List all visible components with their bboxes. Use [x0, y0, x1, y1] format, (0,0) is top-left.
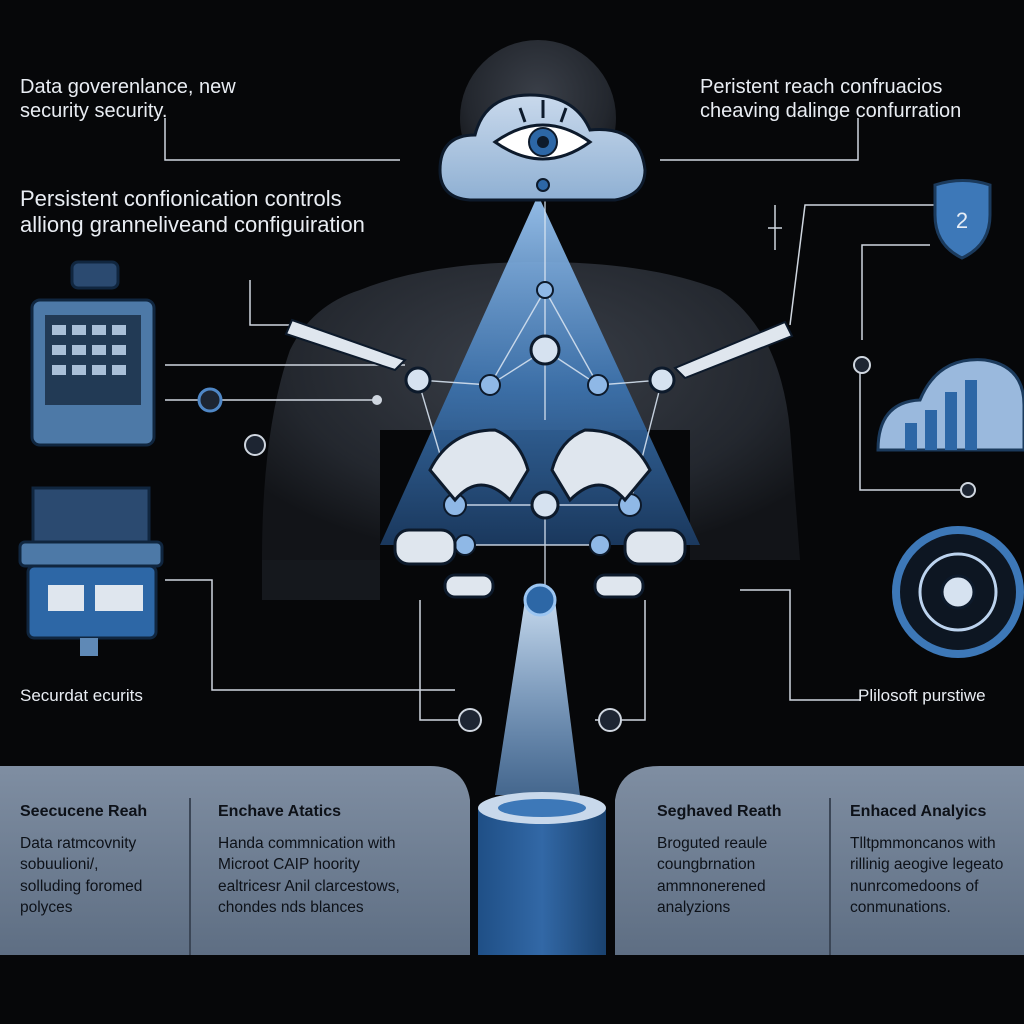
panel-2-title: Enchave Atatics	[218, 803, 342, 820]
central-pillar	[478, 792, 606, 955]
bottom-left-caption: Securdat ecurits	[20, 686, 143, 705]
panel-2-line-4: chondes nds blances	[218, 899, 364, 917]
panel-3-line-2: coungbrnation	[657, 856, 756, 874]
robot-hands-icon	[393, 428, 687, 599]
panel-1-line-2: sobuulioni/,	[20, 856, 99, 874]
panel-2-line-2: Microot CAIP hoority	[218, 856, 360, 874]
panel-3-line-1: Broguted reaule	[657, 835, 768, 852]
top-right-caption-line-2: cheaving dalinge confurration	[700, 99, 962, 122]
panel-4-line-2: rillinig aeogive legeato	[850, 856, 1004, 874]
bottom-panels	[0, 766, 1024, 955]
panel-4-line-3: nunrcomedoons of	[850, 877, 979, 895]
panel-2-body: Handa commnication with Microot CAIP hoo…	[218, 833, 400, 919]
connector-lines	[164, 118, 965, 721]
bottom-right-caption: Plilosoft purstiwe	[858, 686, 986, 705]
top-right-caption-line-1: Peristent reach confruacios	[700, 76, 943, 98]
database-stack-icon	[18, 486, 164, 656]
panel-1-title: Seecucene Reah	[20, 803, 148, 820]
spotlight-left	[284, 318, 407, 372]
panel-3-line-4: analyzions	[657, 899, 731, 917]
panel-3-title: Seghaved Reath	[657, 803, 782, 820]
cloud-chart-icon	[876, 358, 1024, 452]
panel-1-body: Data ratmcovnity sobuulioni/, solluding …	[20, 833, 142, 919]
panel-4-body: Tlltpmmoncanos with rillinig aeogive leg…	[850, 833, 1003, 919]
panel-2-line-1: Handa commnication with	[218, 835, 396, 852]
network-nodes	[197, 281, 976, 732]
panel-4-line-4: conmunations.	[850, 899, 951, 917]
cloud-eye-icon	[438, 93, 647, 202]
middle-left-caption: Persistent confionication controls allio…	[20, 186, 365, 238]
top-left-caption-line-1: Data goverenlance, new	[20, 76, 236, 98]
middle-left-caption-line-1: Persistent confionication controls	[20, 186, 342, 211]
top-right-caption: Peristent reach confruacios cheaving dal…	[700, 76, 961, 123]
panel-3-line-3: ammnonerened	[657, 877, 766, 895]
panel-1-line-4: polyces	[20, 899, 73, 917]
shield-icon: 2	[933, 179, 992, 260]
panel-4-title: Enhaced Analyics	[850, 803, 987, 820]
top-left-caption: Data goverenlance, new security security…	[20, 76, 236, 123]
svg-text:2: 2	[956, 208, 968, 233]
spotlight-right	[673, 320, 794, 380]
gauge-icon	[892, 526, 1024, 658]
middle-left-caption-line-2: alliong granneliveand configuiration	[20, 211, 365, 237]
server-icon	[30, 260, 156, 447]
panel-3-body: Broguted reaule coungbrnation ammnoneren…	[657, 833, 767, 919]
panel-1-line-3: solluding foromed	[20, 877, 143, 895]
panel-2-line-3: ealtricesr Anil clarcestows,	[218, 877, 400, 895]
top-left-caption-line-2: security security.	[20, 99, 168, 122]
panel-1-line-1: Data ratmcovnity	[20, 835, 137, 852]
panel-4-line-1: Tlltpmmoncanos with	[850, 835, 996, 852]
lower-beam	[495, 600, 580, 795]
